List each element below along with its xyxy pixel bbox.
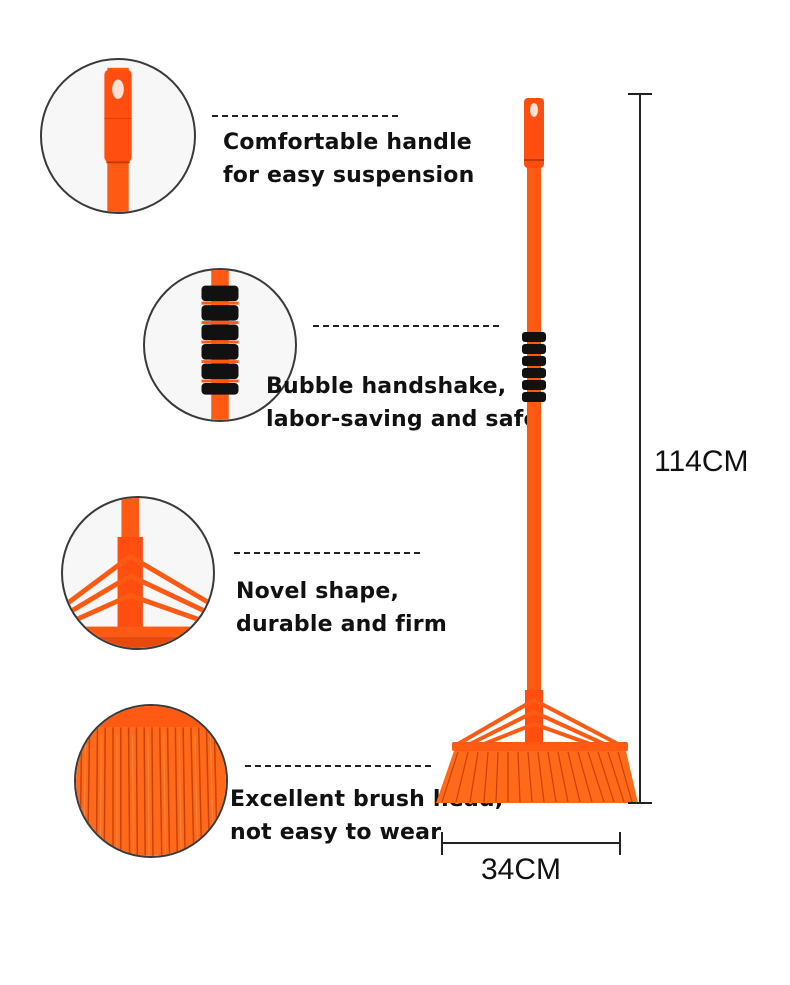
width-label: 34CM (481, 853, 562, 886)
bristles-feature-line-2: not easy to wear (230, 820, 442, 845)
bristles-icon (76, 706, 226, 856)
height-label: 114CM (654, 445, 749, 478)
grip-feature-line-2: labor-saving and safe (266, 407, 539, 432)
handle-detail-circle (40, 58, 196, 214)
broom-stick (527, 160, 541, 700)
broom-foam-grip (522, 332, 546, 402)
height-dimension-line (628, 93, 652, 804)
joint-detail-circle (61, 496, 215, 650)
foam-grip-icon (201, 270, 239, 420)
broom-head-bar (452, 742, 628, 751)
broom-handle-top (524, 98, 544, 168)
handle-feature-line-1: Comfortable handle (223, 130, 472, 155)
grip-detail-circle (143, 268, 297, 422)
bristles-leader-line (245, 765, 431, 767)
handle-hang-hole-icon (104, 67, 132, 212)
bristles-detail-circle (74, 704, 228, 858)
width-dimension-line (441, 832, 621, 855)
handle-leader-line (212, 115, 398, 117)
shape-feature-text: Novel shape, durable and firm (236, 575, 447, 641)
handle-feature-text: Comfortable handle for easy suspension (223, 126, 474, 192)
shape-feature-line-1: Novel shape, (236, 579, 400, 604)
grip-feature-text: Bubble handshake, labor-saving and safe (266, 370, 539, 436)
hang-hole (530, 103, 538, 117)
shape-feature-line-2: durable and firm (236, 612, 447, 637)
handle-feature-line-2: for easy suspension (223, 163, 475, 188)
grip-leader-line (313, 325, 499, 327)
broom-head-joint-icon (63, 498, 213, 648)
shape-leader-line (234, 552, 420, 554)
broom-frame (456, 697, 619, 746)
grip-feature-line-1: Bubble handshake, (266, 374, 507, 399)
